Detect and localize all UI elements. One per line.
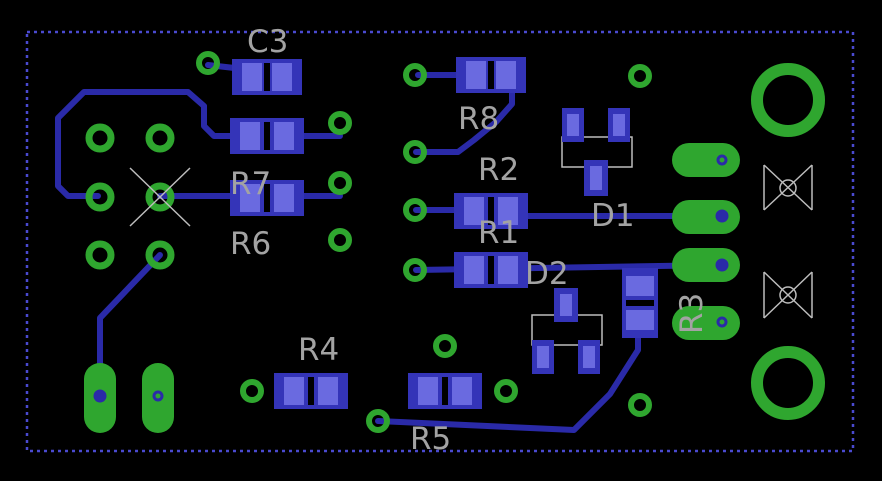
via-pad [196,51,220,75]
smd-components [230,57,658,409]
label-r1: R1 [478,215,519,251]
header-pad [85,123,115,153]
footprint-r2 [454,193,528,229]
via-pad [628,393,652,417]
mounting-hole [751,346,825,420]
through-hole-pads [85,51,825,433]
footprint-r7 [230,118,304,154]
via-pad [433,334,457,358]
component-labels: C3 R8 R2 R7 R6 D1 R1 D2 R3 R4 R5 [230,24,710,457]
footprint-d2 [531,288,603,374]
footprint-r1 [454,252,528,288]
label-r3: R3 [674,293,710,334]
label-d2: D2 [525,256,569,292]
footprint-r5 [408,373,482,409]
footprint-r6 [230,180,304,216]
via-pad [403,258,427,282]
footprint-r3 [622,268,658,338]
header-pad [145,123,175,153]
label-r7: R7 [230,166,271,202]
label-r8: R8 [458,101,499,137]
via-pad [403,198,427,222]
mounting-hole [751,63,825,137]
via-pad [328,228,352,252]
footprint-r4 [274,373,348,409]
via-pad [494,379,518,403]
header-pad [145,240,175,270]
header-pad [85,240,115,270]
silkscreen-marks [129,164,813,319]
header-pad [85,182,115,212]
header-pad [145,182,175,212]
via-pad [240,379,264,403]
footprint-r8 [456,57,526,93]
label-d1: D1 [591,198,635,234]
footprint-d1 [561,108,633,196]
via-pad [403,63,427,87]
via-pad [628,64,652,88]
via-pad [328,171,352,195]
label-c3: C3 [247,24,288,60]
hole-marker-bottom [763,271,813,319]
footprint-c3 [232,59,302,95]
label-r2: R2 [478,152,519,188]
hole-marker-top [763,164,813,211]
via-pad [328,111,352,135]
via-pad [366,409,390,433]
board-outline [25,30,855,453]
via-pad [403,140,427,164]
label-r5: R5 [410,421,451,457]
label-r4: R4 [298,332,339,368]
label-r6: R6 [230,226,271,262]
